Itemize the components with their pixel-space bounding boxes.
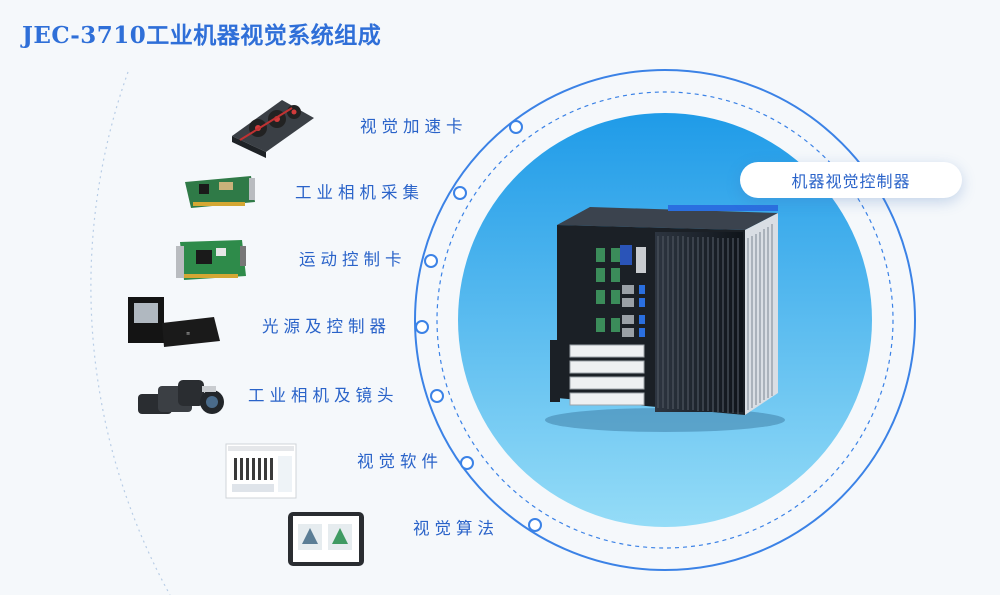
controller-pill-label: 机器视觉控制器 — [740, 162, 962, 198]
industrial-pc-image — [545, 205, 785, 432]
camera-lens-image — [138, 380, 224, 414]
inner-dashed-ring — [436, 91, 894, 549]
outer-dotted-arc — [90, 71, 171, 595]
motion-control-card-image — [176, 240, 246, 280]
vision-software-image — [225, 443, 297, 499]
connector-dot — [460, 456, 474, 470]
label-motion-control-card: 运动控制卡 — [299, 250, 407, 269]
label-visual-accelerator-card: 视觉加速卡 — [360, 117, 468, 136]
frame-grabber-card-image — [185, 176, 255, 208]
label-industrial-camera-lens: 工业相机及镜头 — [248, 386, 399, 405]
connector-dot — [415, 320, 429, 334]
light-source-controller-image: ≡ — [128, 297, 220, 347]
connector-dot — [424, 254, 438, 268]
label-vision-algorithm: 视觉算法 — [413, 519, 499, 538]
ring-connector-dots — [415, 120, 542, 532]
outer-ring — [414, 69, 916, 571]
vision-algorithm-tablet-image — [288, 512, 364, 566]
connector-dot — [509, 120, 523, 134]
connector-dot — [453, 186, 467, 200]
label-industrial-camera-capture: 工业相机采集 — [295, 183, 424, 202]
connector-dot — [430, 389, 444, 403]
gpu-card-image — [232, 100, 314, 158]
svg-text:≡: ≡ — [186, 331, 190, 337]
label-light-source-controller: 光源及控制器 — [262, 317, 391, 336]
page-title: JEC-3710工业机器视觉系统组成 — [22, 22, 382, 49]
label-vision-software: 视觉软件 — [357, 452, 443, 471]
connector-dot — [528, 518, 542, 532]
